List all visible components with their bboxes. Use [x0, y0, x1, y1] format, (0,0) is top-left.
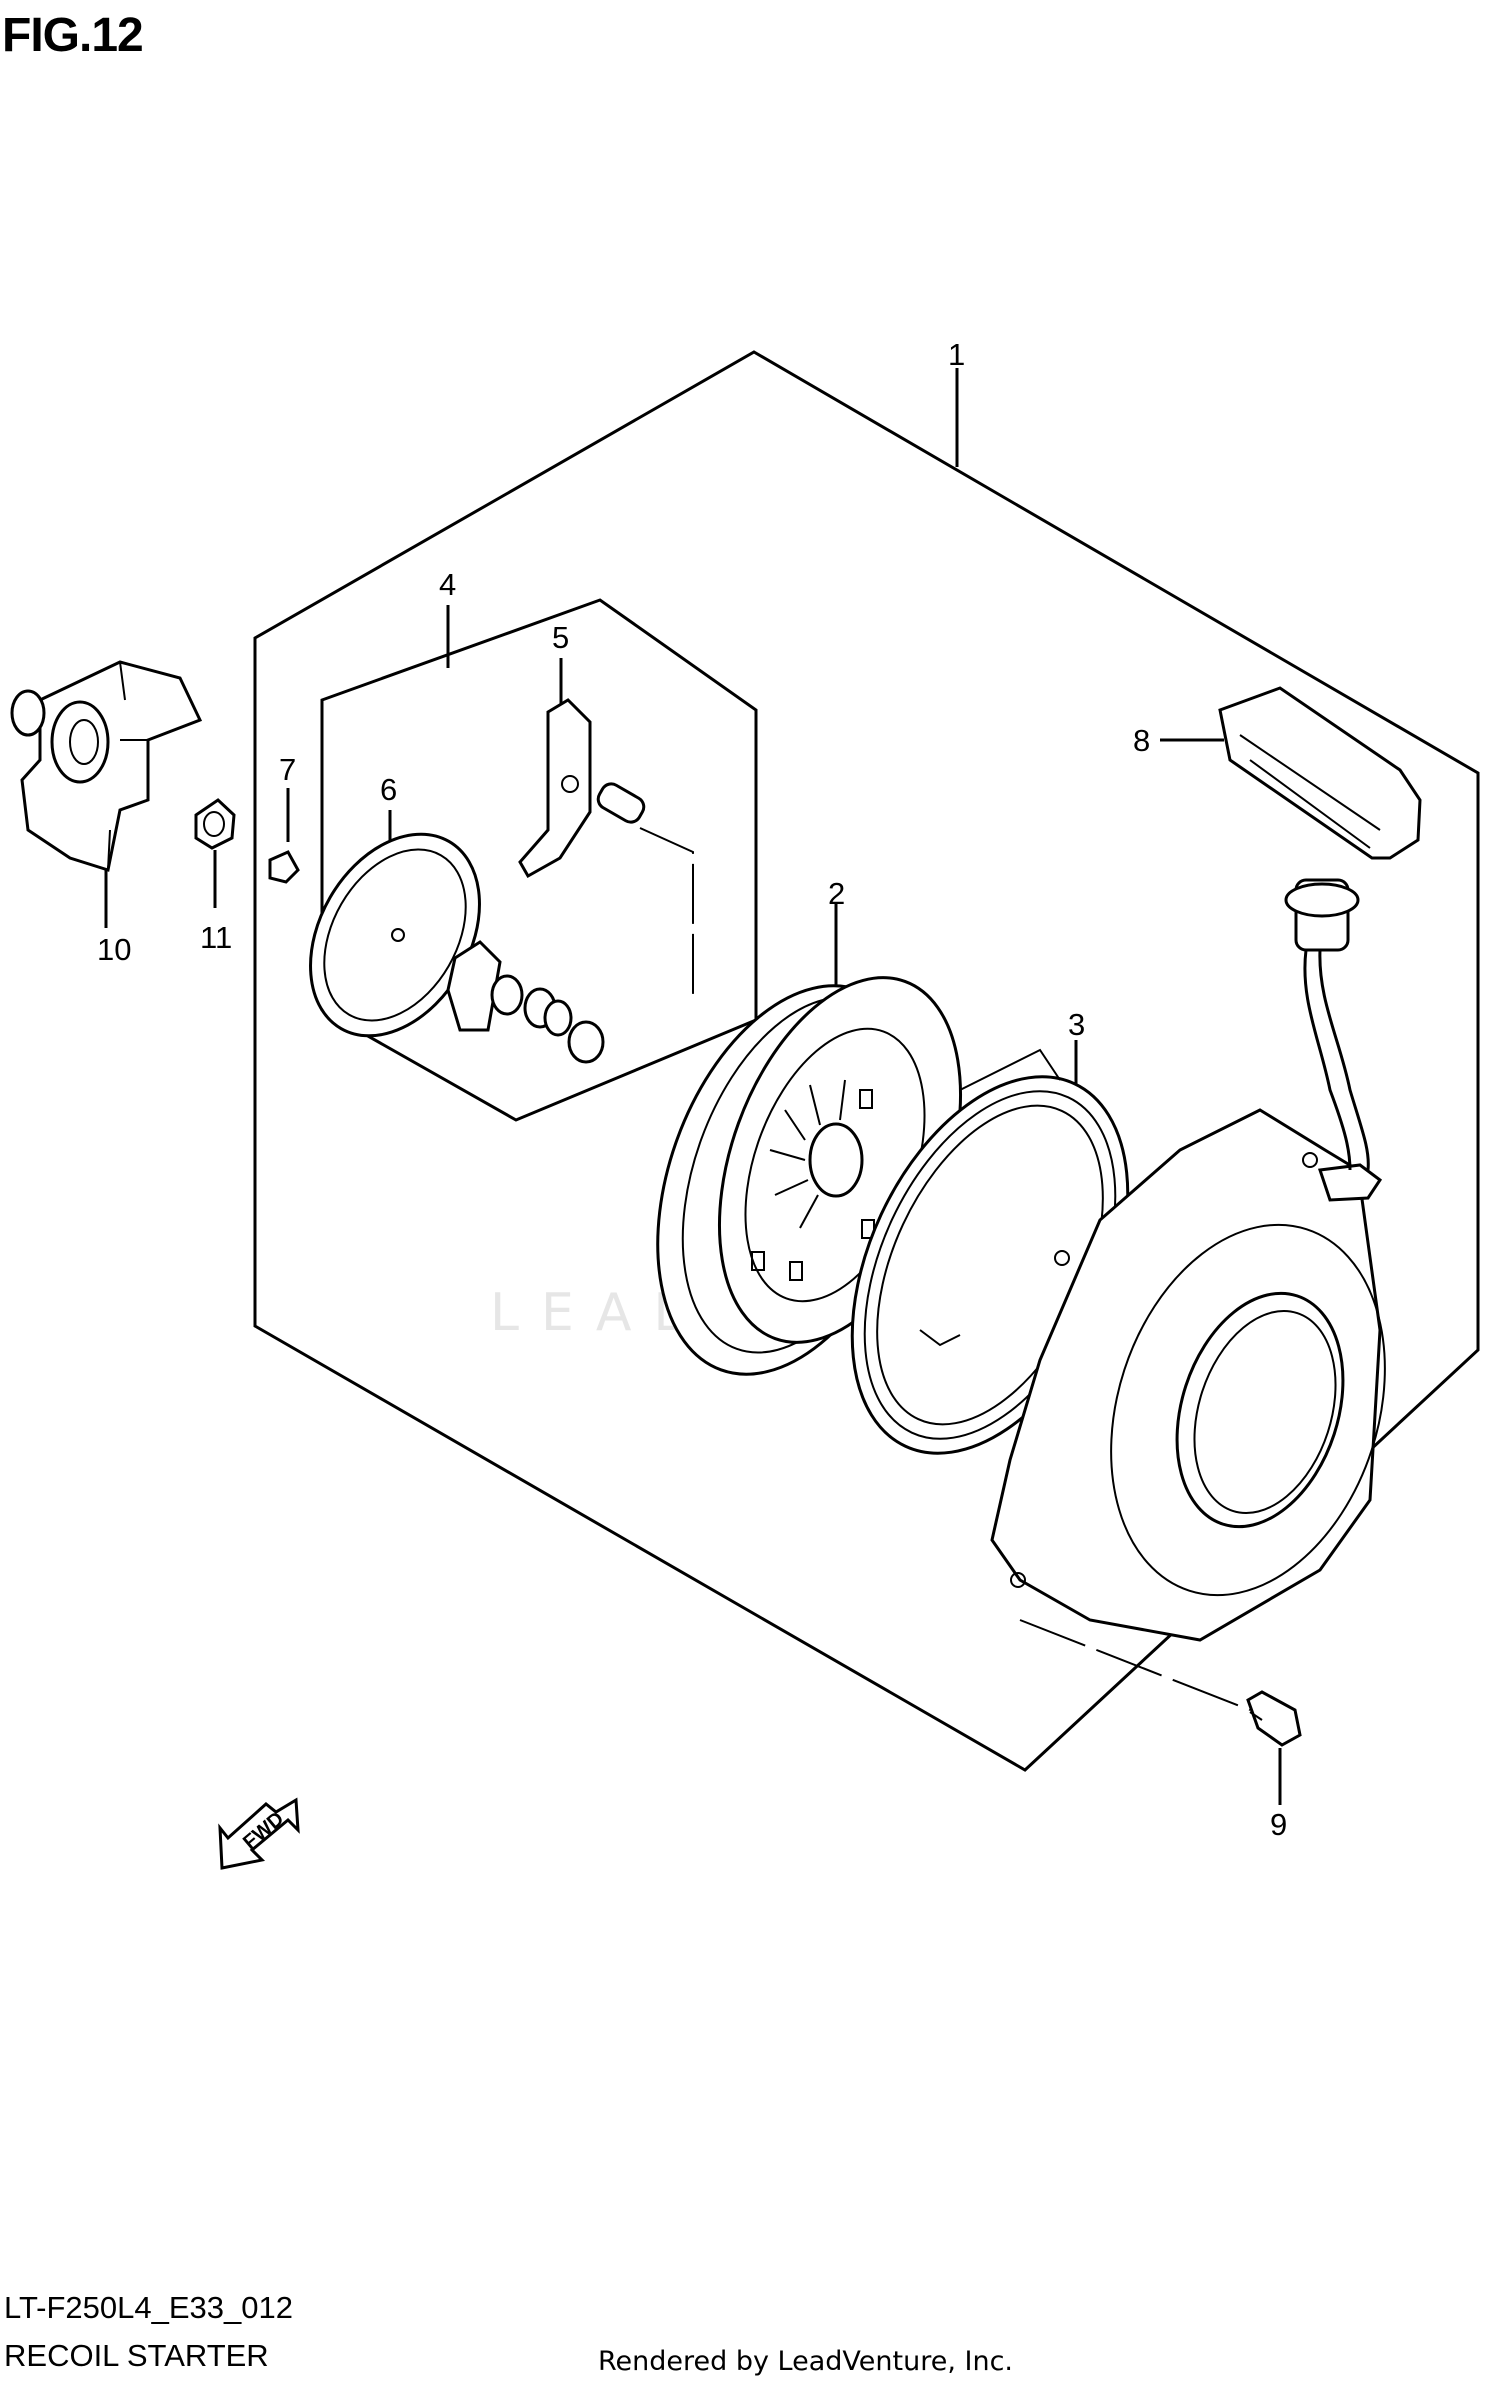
figure-title: FIG.12	[2, 9, 144, 62]
starter-rope	[1303, 949, 1352, 1171]
diagram-name: RECOIL STARTER	[4, 2338, 269, 2373]
callout-5: 5	[552, 620, 569, 655]
assembly-box-4	[320, 598, 758, 1122]
callout-9: 9	[1270, 1807, 1287, 1842]
pin-part	[596, 782, 646, 824]
render-credit: Rendered by LeadVenture, Inc.	[598, 2346, 1014, 2377]
callout-1: 1	[948, 337, 965, 372]
nut-part-11	[194, 798, 236, 850]
bolt-part-9	[1246, 1690, 1302, 1747]
callout-6: 6	[380, 772, 397, 807]
callout-2: 2	[828, 876, 845, 911]
handle-part-8	[1218, 686, 1422, 952]
case-part-1	[990, 1108, 1386, 1642]
callout-11: 11	[200, 920, 232, 955]
assembly-box-1	[253, 350, 1480, 1772]
pawl-part-5	[518, 698, 592, 879]
callout-8: 8	[1133, 723, 1150, 758]
callout-3: 3	[1068, 1007, 1085, 1042]
fwd-arrow: FWD	[218, 1797, 300, 1870]
diagram-code: LT-F250L4_E33_012	[4, 2290, 293, 2325]
starter-rope-edge	[1318, 949, 1370, 1171]
callout-7: 7	[279, 752, 296, 787]
plate-part-6	[309, 832, 481, 1038]
guide-and-springs	[446, 940, 605, 1064]
callout-10: 10	[97, 932, 131, 967]
clip-part-7	[268, 850, 300, 884]
callout-4: 4	[439, 567, 456, 602]
drive-cup-part-10	[10, 660, 203, 872]
leader-lines	[104, 368, 1282, 1805]
